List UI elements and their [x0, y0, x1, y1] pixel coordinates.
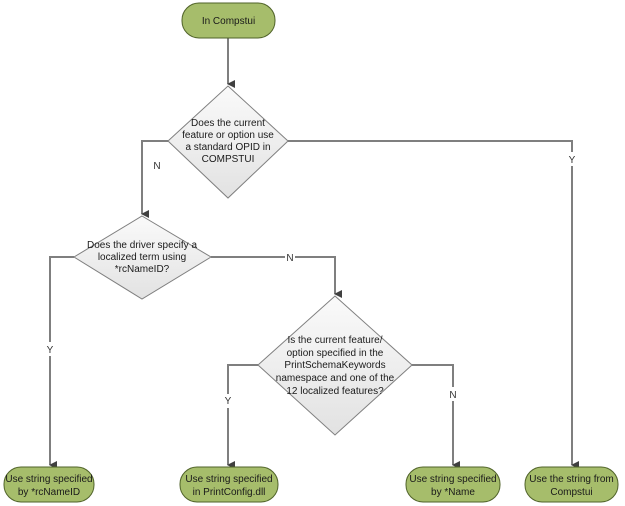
decision-text: Does the driver specify a — [87, 240, 197, 251]
connector-d3-yes — [227, 364, 258, 469]
decision-text: Does the current — [191, 118, 265, 129]
decision-text: localized term using — [98, 252, 186, 263]
start-terminal — [181, 2, 276, 39]
branch-label-d2-no: N — [286, 253, 293, 264]
branch-label-d1-yes: Y — [569, 155, 576, 166]
connector-d2-yes — [49, 256, 74, 469]
start-label: In Compstui — [202, 16, 255, 27]
outcome-text: Use string specified — [5, 474, 92, 485]
decision-printschema-keywords: Is the current feature/ option specified… — [257, 295, 413, 436]
connector-d2-no — [211, 256, 342, 298]
outcome-name: Use string specified by *Name — [405, 466, 501, 503]
connector-d3-no — [412, 364, 460, 469]
decision-text: COMPSTUI — [202, 154, 255, 165]
outcome-text: Use string specified — [409, 474, 496, 485]
decision-text: feature or option use — [182, 130, 274, 141]
outcome-printconfig: Use string specified in PrintConfig.dll — [179, 466, 279, 503]
decision-rcnameid: Does the driver specify a localized term… — [73, 215, 212, 300]
outcome-text: by *Name — [431, 487, 475, 498]
outcome-text: Use string specified — [185, 474, 272, 485]
outcome-compstui: Use the string from Compstui — [524, 466, 619, 503]
decision-text: a standard OPID in — [185, 142, 270, 153]
outcome-text: Use the string from — [529, 474, 613, 485]
decision-standard-opid: Does the current feature or option use a… — [167, 85, 289, 199]
decision-text: 12 localized features? — [286, 386, 384, 397]
branch-label-d1-no: N — [153, 161, 160, 172]
outcome-text: by *rcNameID — [18, 487, 80, 498]
connector-d1-no — [141, 140, 168, 218]
branch-label-d3-yes: Y — [225, 396, 232, 407]
decision-text: PrintSchemaKeywords — [284, 360, 385, 371]
outcome-rcnameid: Use string specified by *rcNameID — [3, 466, 95, 503]
branch-label-d3-no: N — [449, 390, 456, 401]
decision-text: *rcNameID? — [115, 264, 170, 275]
decision-text: Is the current feature/ — [287, 335, 382, 346]
branch-label-d2-yes: Y — [47, 345, 54, 356]
decision-text: namespace and one of the — [276, 373, 395, 384]
outcome-text: Compstui — [550, 487, 592, 498]
outcome-text: in PrintConfig.dll — [193, 487, 266, 498]
decision-text: option specified in the — [287, 348, 384, 359]
connector-d1-yes — [288, 140, 579, 469]
